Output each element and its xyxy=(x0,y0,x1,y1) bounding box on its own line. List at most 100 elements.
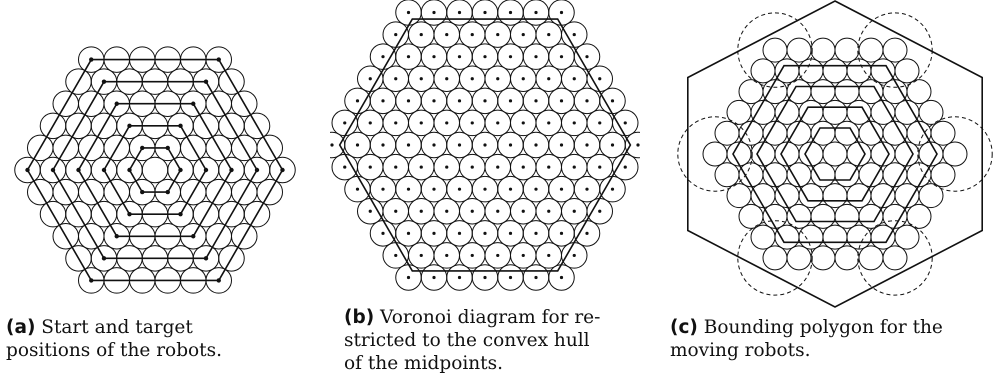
caption-b-line-1: Voronoi diagram for re- xyxy=(380,307,601,328)
midpoint xyxy=(585,231,589,235)
robot-disc xyxy=(882,120,908,146)
path-node xyxy=(101,79,107,84)
midpoint xyxy=(572,253,576,258)
robot-disc xyxy=(882,79,908,105)
midpoint xyxy=(445,77,449,81)
robot-disc xyxy=(243,200,271,228)
robot-disc xyxy=(798,99,824,125)
midpoint xyxy=(368,209,372,213)
midpoint xyxy=(521,209,525,213)
robot-disc xyxy=(786,37,812,63)
midpoint xyxy=(432,231,436,235)
midpoint xyxy=(521,121,525,125)
robot-disc xyxy=(750,58,776,84)
robot-disc xyxy=(894,224,920,250)
robot-disc xyxy=(882,245,908,271)
robot-disc xyxy=(762,37,788,63)
robot-disc xyxy=(822,99,848,125)
robot-disc xyxy=(786,120,812,146)
midpoint xyxy=(483,99,487,103)
midpoint xyxy=(572,209,576,213)
midpoint xyxy=(585,55,589,59)
voronoi-cell xyxy=(624,131,640,159)
robot-disc xyxy=(243,112,271,140)
robot-disc xyxy=(894,141,920,167)
robot-discs xyxy=(14,46,296,294)
center-disc xyxy=(141,156,169,184)
midpoint xyxy=(355,187,360,191)
robot-disc xyxy=(930,162,956,188)
robot-disc xyxy=(798,58,824,84)
midpoint xyxy=(572,77,576,81)
midpoint xyxy=(559,231,564,235)
midpoint xyxy=(381,55,385,59)
midpoint xyxy=(547,253,551,258)
midpoint xyxy=(394,165,398,169)
robot-path-ring xyxy=(804,127,866,181)
robot-disc xyxy=(846,224,872,250)
midpoint xyxy=(355,143,360,147)
midpoint xyxy=(610,143,615,147)
path-node xyxy=(191,101,196,106)
midpoint xyxy=(432,99,436,103)
path-node xyxy=(50,167,56,173)
midpoint xyxy=(534,55,538,59)
robot-disc xyxy=(894,99,920,125)
midpoint xyxy=(432,275,436,280)
robot-disc xyxy=(231,90,258,117)
robot-disc xyxy=(870,141,896,167)
midpoint xyxy=(534,275,538,280)
path-node xyxy=(114,234,119,239)
midpoint xyxy=(406,55,411,59)
midpoint xyxy=(470,32,474,37)
path-node xyxy=(127,123,132,129)
robot-disc xyxy=(269,156,296,184)
midpoint xyxy=(623,121,627,125)
robot-disc xyxy=(834,120,860,146)
midpoint xyxy=(572,165,576,169)
midpoint xyxy=(585,143,589,147)
path-node xyxy=(216,57,221,62)
path-node xyxy=(203,256,209,261)
robot-disc xyxy=(762,120,788,146)
robot-paths-c xyxy=(732,64,938,244)
path-node xyxy=(165,189,170,195)
midpoint xyxy=(406,187,411,191)
midpoint xyxy=(457,143,462,147)
robot-disc xyxy=(834,37,860,63)
midpoint xyxy=(547,165,551,169)
midpoint xyxy=(521,32,525,37)
midpoint xyxy=(521,165,525,169)
midpoint xyxy=(483,275,487,280)
robot-path-ring xyxy=(780,106,890,202)
dashed-circle xyxy=(857,220,933,296)
voronoi-cells xyxy=(330,0,640,291)
midpoint xyxy=(343,165,347,169)
midpoint xyxy=(457,231,462,235)
caption-a-label: (a) xyxy=(6,317,36,338)
robot-disc xyxy=(858,162,884,188)
path-node xyxy=(280,167,285,173)
dashed-circle xyxy=(857,12,933,88)
path-node xyxy=(76,167,81,173)
path-node xyxy=(127,167,132,173)
caption-b-label: (b) xyxy=(344,307,375,328)
robot-disc xyxy=(882,203,908,229)
robot-disc xyxy=(786,203,812,229)
robot-disc xyxy=(762,79,788,105)
robot-disc xyxy=(918,183,944,209)
robot-disc xyxy=(822,58,848,84)
midpoint xyxy=(381,143,385,147)
robot-disc xyxy=(894,183,920,209)
robot-disc xyxy=(810,245,836,271)
robot-disc xyxy=(846,99,872,125)
robot-disc xyxy=(738,203,764,229)
path-node xyxy=(203,79,209,84)
midpoint xyxy=(419,32,423,37)
midpoint xyxy=(508,143,513,147)
path-node xyxy=(229,167,234,173)
caption-a-line-2: positions of the robots. xyxy=(6,340,222,361)
midpoint xyxy=(610,187,615,191)
robot-disc xyxy=(882,37,908,63)
midpoint xyxy=(394,209,398,213)
